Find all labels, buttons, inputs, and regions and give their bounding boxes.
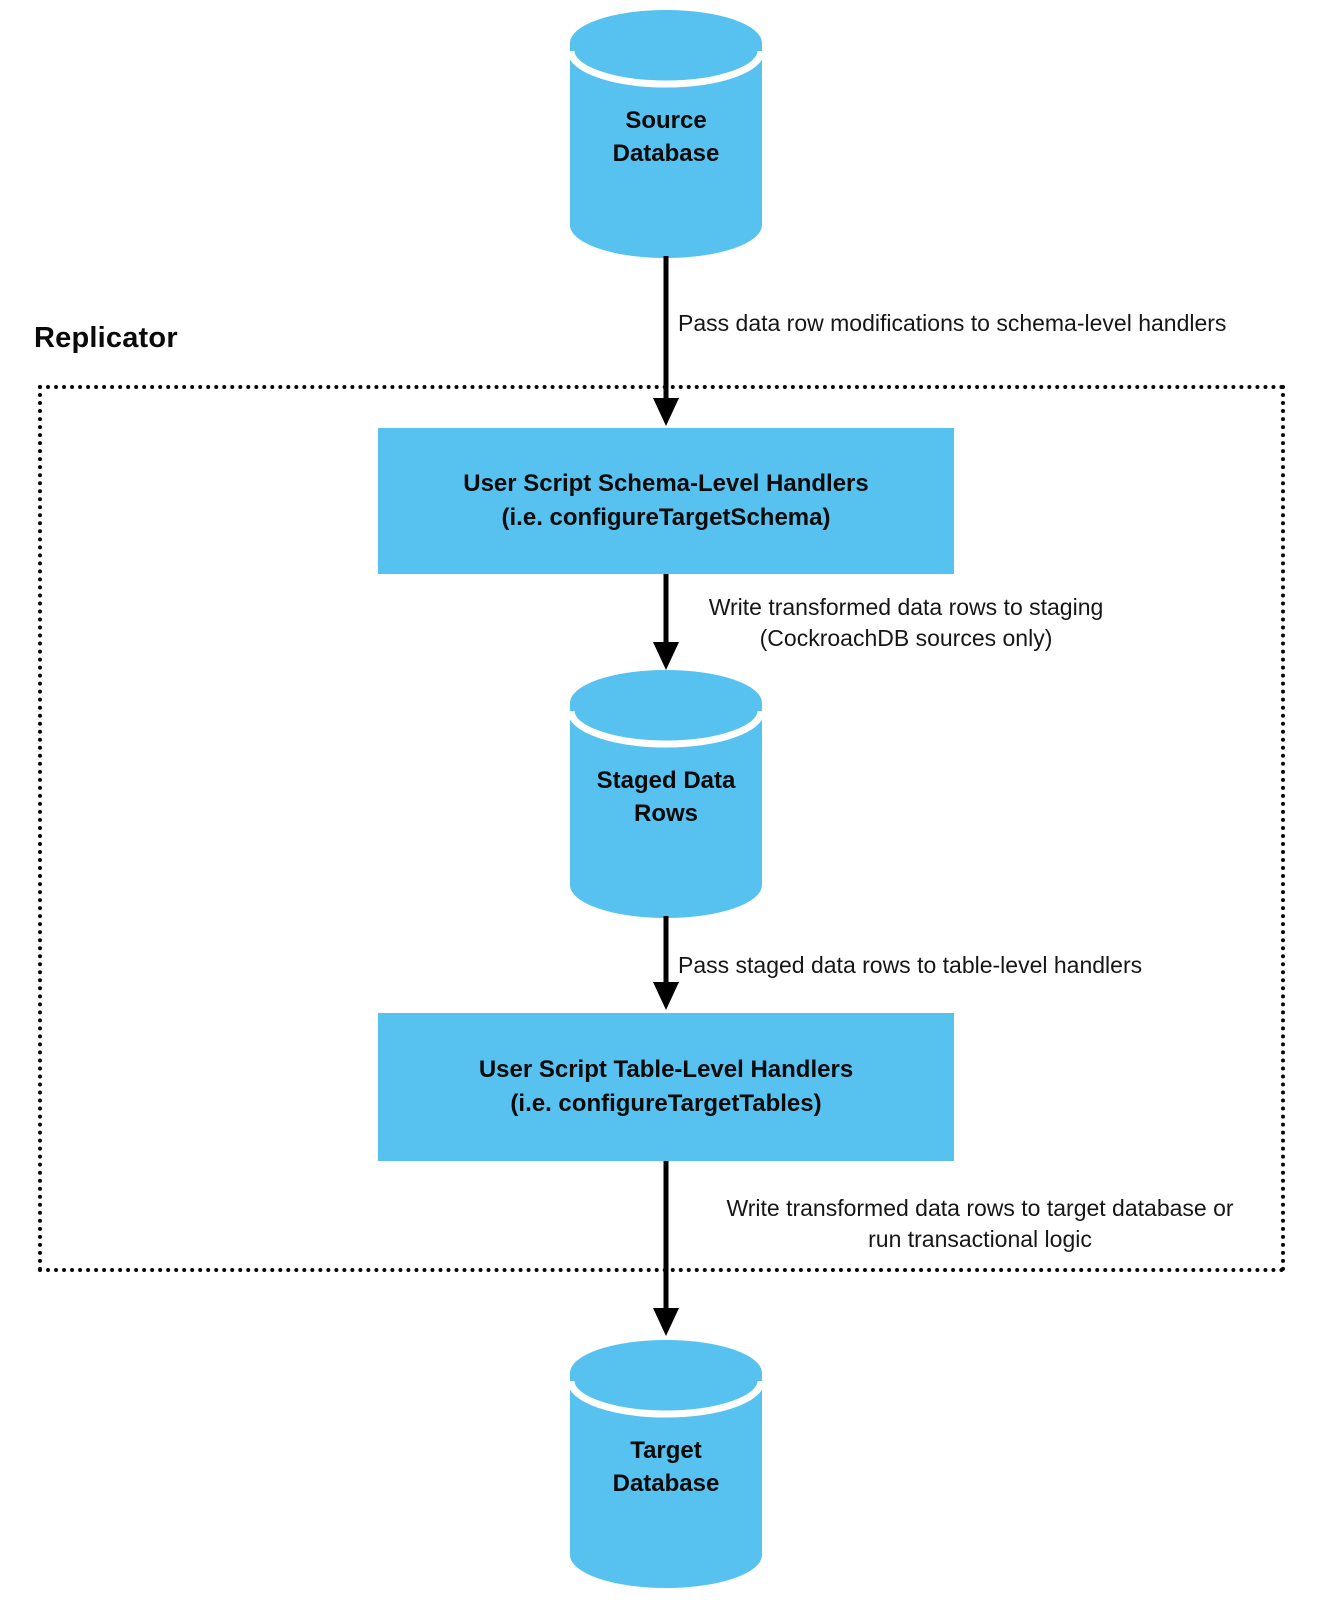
edge-label-line: Write transformed data rows to staging xyxy=(708,594,1104,620)
edge-label-line: run transactional logic xyxy=(868,1226,1092,1252)
replicator-group-label: Replicator xyxy=(34,322,178,354)
database-cylinder-icon xyxy=(570,1340,762,1588)
node-label-staged-data-rows: Staged Data Rows xyxy=(570,670,762,918)
node-label-line: User Script Table-Level Handlers xyxy=(478,1056,854,1083)
node-table-level-handlers: User Script Table-Level Handlers (i.e. c… xyxy=(378,1013,954,1161)
database-cylinder-icon xyxy=(570,670,762,918)
edge-label-line: Write transformed data rows to target da… xyxy=(726,1195,1234,1221)
node-staged-data-rows: Staged Data Rows xyxy=(570,670,762,918)
node-label-line: User Script Schema-Level Handlers xyxy=(463,470,869,497)
replicator-group-boundary xyxy=(38,385,1285,1272)
edge-label-table-to-target: Write transformed data rows to target da… xyxy=(655,1193,1305,1255)
node-label-line: (i.e. configureTargetTables) xyxy=(510,1090,822,1117)
node-label-line: Rows xyxy=(633,800,698,827)
node-label-line: Source xyxy=(625,107,707,134)
node-label-line: (i.e. configureTargetSchema) xyxy=(501,504,831,531)
edge-label-line: (CockroachDB sources only) xyxy=(759,625,1053,651)
edge-label-schema-to-staged: Write transformed data rows to staging (… xyxy=(660,592,1152,654)
edge-label-source-to-schema: Pass data row modifications to schema-le… xyxy=(678,310,1227,336)
node-label-line: Staged Data xyxy=(596,767,736,794)
node-label-line: Target xyxy=(630,1437,702,1464)
node-label-line: Database xyxy=(612,140,720,167)
node-label-target-database: Target Database xyxy=(570,1340,762,1588)
edge-label-staged-to-table: Pass staged data rows to table-level han… xyxy=(678,952,1143,978)
node-label-source-database: Source Database xyxy=(570,10,762,258)
node-target-database: Target Database xyxy=(570,1340,762,1588)
node-schema-level-handlers: User Script Schema-Level Handlers (i.e. … xyxy=(378,428,954,574)
node-label-line: Database xyxy=(612,1470,720,1497)
database-cylinder-icon xyxy=(570,10,762,258)
node-source-database: Source Database xyxy=(570,10,762,258)
